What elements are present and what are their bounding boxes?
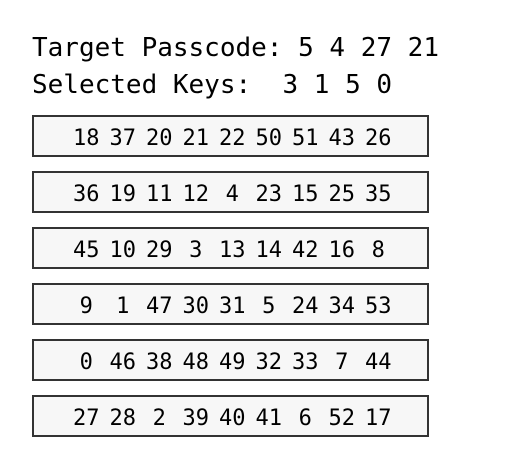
key-button[interactable]: 44 <box>365 350 392 375</box>
key-button[interactable]: 21 <box>182 126 210 151</box>
key-button[interactable]: 37 <box>109 126 137 151</box>
target-passcode-label: Target Passcode: <box>32 33 283 63</box>
key-row-3[interactable]: 45 10 29 3 13 14 42 16 8 <box>32 227 429 269</box>
key-button[interactable]: 25 <box>328 182 356 207</box>
selected-keys-label: Selected Keys: <box>32 70 252 100</box>
key-button[interactable]: 42 <box>292 238 319 263</box>
key-button[interactable]: 6 <box>298 406 312 431</box>
target-passcode-value: 5 4 27 21 <box>298 33 439 63</box>
key-button[interactable]: 29 <box>146 238 173 263</box>
key-button[interactable]: 34 <box>328 294 356 319</box>
key-button[interactable]: 27 <box>73 406 100 431</box>
key-button[interactable]: 41 <box>255 406 283 431</box>
key-row-5[interactable]: 0 46 38 48 49 32 33 7 44 <box>32 339 429 381</box>
key-button[interactable]: 13 <box>219 238 246 263</box>
key-button[interactable]: 10 <box>109 238 137 263</box>
selected-keys-line: Selected Keys: 3 1 5 0 <box>32 70 392 100</box>
key-button[interactable]: 8 <box>371 238 385 263</box>
key-button[interactable]: 12 <box>182 182 210 207</box>
key-button[interactable]: 11 <box>146 182 173 207</box>
key-button[interactable]: 30 <box>182 294 210 319</box>
key-button[interactable]: 53 <box>365 294 392 319</box>
key-button[interactable]: 22 <box>219 126 246 151</box>
key-button[interactable]: 35 <box>365 182 392 207</box>
key-row-2[interactable]: 36 19 11 12 4 23 15 25 35 <box>32 171 429 213</box>
key-button[interactable]: 45 <box>73 238 100 263</box>
target-passcode-line: Target Passcode: 5 4 27 21 <box>32 33 439 63</box>
key-button[interactable]: 48 <box>182 350 210 375</box>
key-button[interactable]: 1 <box>116 294 130 319</box>
key-button[interactable]: 36 <box>73 182 100 207</box>
key-button[interactable]: 4 <box>225 182 239 207</box>
key-button[interactable]: 49 <box>219 350 246 375</box>
key-button[interactable]: 51 <box>292 126 319 151</box>
key-row-6[interactable]: 27 28 2 39 40 41 6 52 17 <box>32 395 429 437</box>
key-button[interactable]: 32 <box>255 350 283 375</box>
key-button[interactable]: 40 <box>219 406 246 431</box>
selected-keys-value: 3 1 5 0 <box>282 70 393 100</box>
key-button[interactable]: 26 <box>365 126 392 151</box>
key-row-1[interactable]: 18 37 20 21 22 50 51 43 26 <box>32 115 429 157</box>
key-button[interactable]: 28 <box>109 406 137 431</box>
key-button[interactable]: 39 <box>182 406 210 431</box>
key-button[interactable]: 16 <box>328 238 356 263</box>
key-button[interactable]: 47 <box>146 294 173 319</box>
key-button[interactable]: 20 <box>146 126 173 151</box>
key-button[interactable]: 23 <box>255 182 283 207</box>
key-button[interactable]: 38 <box>146 350 173 375</box>
key-button[interactable]: 52 <box>328 406 356 431</box>
key-button[interactable]: 46 <box>109 350 137 375</box>
key-button[interactable]: 17 <box>365 406 392 431</box>
key-button[interactable]: 14 <box>255 238 283 263</box>
key-button[interactable]: 50 <box>255 126 283 151</box>
key-button[interactable]: 43 <box>328 126 356 151</box>
key-button[interactable]: 2 <box>152 406 166 431</box>
key-button[interactable]: 7 <box>335 350 349 375</box>
key-button[interactable]: 9 <box>79 294 93 319</box>
key-button[interactable]: 18 <box>73 126 100 151</box>
key-button[interactable]: 5 <box>262 294 276 319</box>
key-button[interactable]: 0 <box>79 350 93 375</box>
key-button[interactable]: 31 <box>219 294 246 319</box>
key-button[interactable]: 3 <box>189 238 203 263</box>
key-button[interactable]: 33 <box>292 350 319 375</box>
key-button[interactable]: 15 <box>292 182 319 207</box>
key-button[interactable]: 19 <box>109 182 137 207</box>
key-button[interactable]: 24 <box>292 294 319 319</box>
